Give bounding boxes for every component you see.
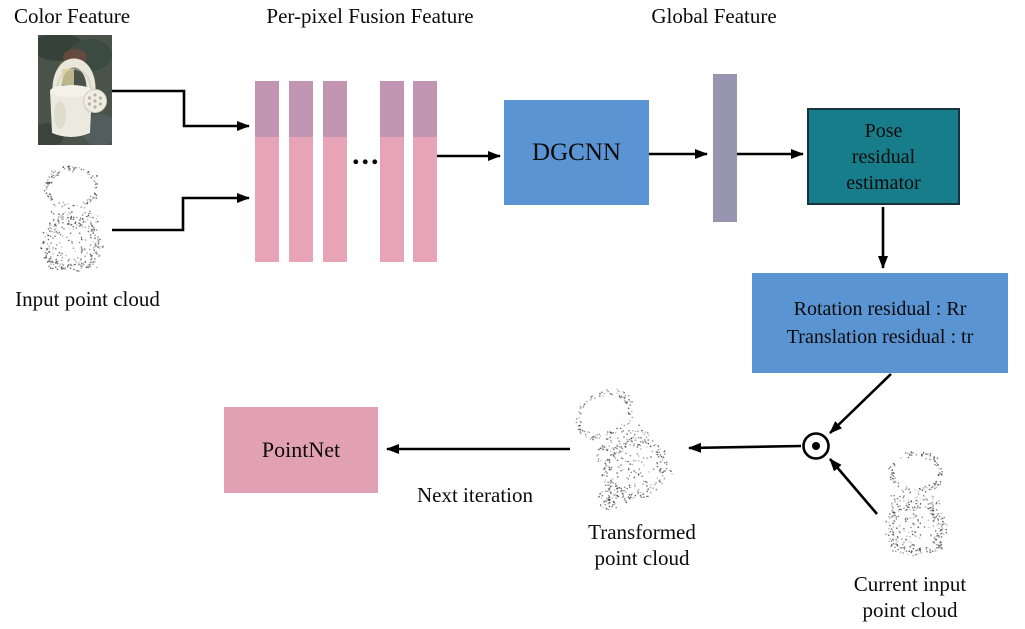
- dgcnn-box: DGCNN: [504, 100, 649, 205]
- transformed-point-cloud-label: Transformed point cloud: [588, 520, 696, 570]
- input-point-cloud-image: [40, 165, 104, 273]
- arrow-cloud-to-fusion: [112, 193, 250, 232]
- current-input-point-cloud-image: [885, 451, 948, 557]
- dgcnn-label: DGCNN: [532, 138, 621, 166]
- pointnet-label: PointNet: [261, 437, 341, 462]
- current-input-point-cloud-label: Current input point cloud: [853, 572, 967, 622]
- arrow-residual-to-odot: [829, 373, 892, 434]
- arrow-color-to-fusion: [112, 89, 250, 131]
- rotation-residual-label: Rotation residual : Rr: [793, 298, 967, 320]
- fusion-bar: [413, 81, 437, 262]
- ellipsis-label: ...: [352, 138, 381, 171]
- color-feature-label: Color Feature: [13, 4, 131, 28]
- fusion-bar: [323, 81, 347, 262]
- rotation-translation-residual-box: Rotation residual : Rr Translation resid…: [752, 273, 1008, 373]
- arrow-current-to-odot: [829, 458, 878, 515]
- pose-box-line: estimator: [846, 171, 921, 194]
- fusion-bar: [255, 81, 279, 262]
- pose-box-line: residual: [851, 145, 916, 168]
- input-point-cloud-label: Input point cloud: [15, 287, 160, 311]
- fusion-bar: [289, 81, 313, 262]
- global-feature-bar: [713, 74, 737, 222]
- watering-can-image: [38, 35, 112, 145]
- per-pixel-fusion-feature-label: Per-pixel Fusion Feature: [266, 4, 474, 28]
- next-iteration-label: Next iteration: [416, 483, 534, 507]
- pose-box-line: Pose: [864, 119, 903, 142]
- global-feature-label: Global Feature: [651, 4, 777, 28]
- fusion-bar: [380, 81, 404, 262]
- pose-residual-estimator-box: Pose residual estimator: [807, 108, 960, 205]
- elementwise-product-icon: [802, 432, 830, 460]
- transformed-point-cloud-image: [575, 388, 673, 511]
- translation-residual-label: Translation residual : tr: [786, 326, 974, 348]
- pointnet-box: PointNet: [224, 407, 378, 493]
- arrow-odot-to-transformed: [688, 442, 802, 453]
